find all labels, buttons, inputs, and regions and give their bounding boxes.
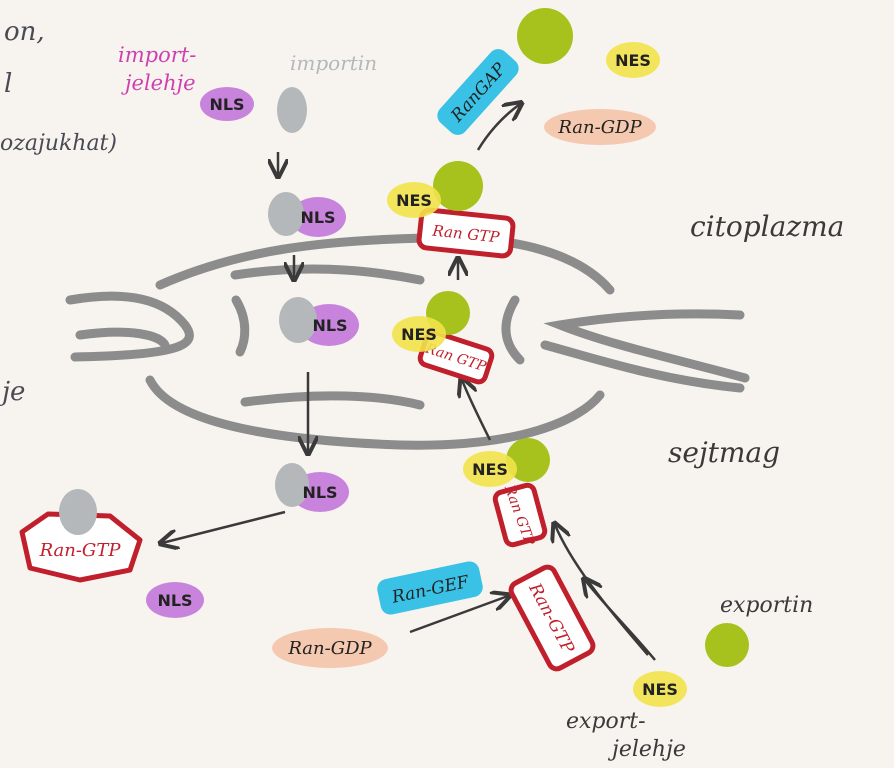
pore-wall-left (236, 300, 245, 352)
pore-wall-right (506, 300, 520, 360)
outer-membrane-left (70, 296, 189, 357)
exportin-released (517, 8, 573, 64)
ran-gef-tag: Ran-GEF (375, 560, 484, 617)
ran-gap-arrow (478, 104, 520, 150)
importin-nls-complex-cytoplasm: NLS (268, 192, 346, 237)
export-label-line1: export- (566, 709, 646, 734)
inner-membrane-top (235, 269, 420, 280)
svg-text:NLS: NLS (302, 483, 337, 502)
svg-text:Ran-GTP: Ran-GTP (39, 540, 122, 561)
inner-membrane-bottom (150, 380, 600, 445)
svg-text:NES: NES (642, 680, 678, 699)
fragment-l: l (4, 69, 12, 99)
outer-membrane-left-2 (80, 332, 165, 345)
nes-tag-free-nucleus: NES (633, 671, 687, 707)
nls-tag-free-nucleus: NLS (146, 582, 204, 618)
nls-tag-free-cytoplasm: NLS (200, 87, 254, 121)
importin-nls-complex-pore: NLS (279, 297, 359, 346)
svg-text:NLS: NLS (312, 316, 347, 335)
svg-text:NLS: NLS (209, 95, 244, 114)
fragment-je: je (0, 377, 25, 407)
left-fragments: on, l ozajukhat) je (0, 17, 117, 407)
ran-gdp-nucleus-tag: Ran-GDP (272, 628, 388, 668)
importin-nls-complex-nucleus: NLS (275, 463, 349, 512)
svg-text:NLS: NLS (300, 208, 335, 227)
outer-membrane-top (160, 238, 610, 290)
svg-text:NES: NES (615, 51, 651, 70)
inner-membrane-mid (245, 396, 420, 405)
export-complex-nucleus: Ran GTP NES (463, 438, 550, 548)
nucleus-label: sejtmag (668, 436, 780, 469)
import-release-arrow (162, 512, 285, 543)
exportin-free (705, 623, 749, 667)
import-signal-label: import- jelehje (118, 43, 196, 95)
import-label-line1: import- (118, 43, 196, 67)
svg-text:NES: NES (396, 191, 432, 210)
svg-text:NES: NES (401, 325, 437, 344)
ran-gdp-cytoplasm-tag: Ran-GDP (544, 109, 656, 145)
svg-text:NLS: NLS (157, 591, 192, 610)
nes-tag-released: NES (606, 42, 660, 78)
export-pore-arrow (462, 380, 490, 440)
exportin-label: exportin (720, 593, 813, 618)
svg-text:Ran-GDP: Ran-GDP (557, 117, 642, 138)
export-complex-pore: Ran GTP NES (392, 291, 494, 384)
export-label-line2: jelehje (607, 737, 686, 762)
importin-free (277, 87, 307, 133)
importin-ran-gtp: Ran-GTP (22, 489, 140, 580)
import-label-line2: jelehje (121, 71, 196, 95)
cytoplasm-label: citoplazma (690, 210, 844, 243)
fragment-on: on, (4, 17, 45, 47)
importin-label: importin (290, 51, 377, 75)
ran-gtp-nucleus: Ran-GTP (508, 564, 595, 671)
svg-text:NES: NES (472, 460, 508, 479)
ran-gap-tag: RanGAP (433, 45, 523, 139)
fragment-ozajukhat: ozajukhat) (0, 131, 117, 156)
svg-text:Ran-GDP: Ran-GDP (287, 638, 372, 659)
outer-membrane-right (560, 314, 745, 378)
